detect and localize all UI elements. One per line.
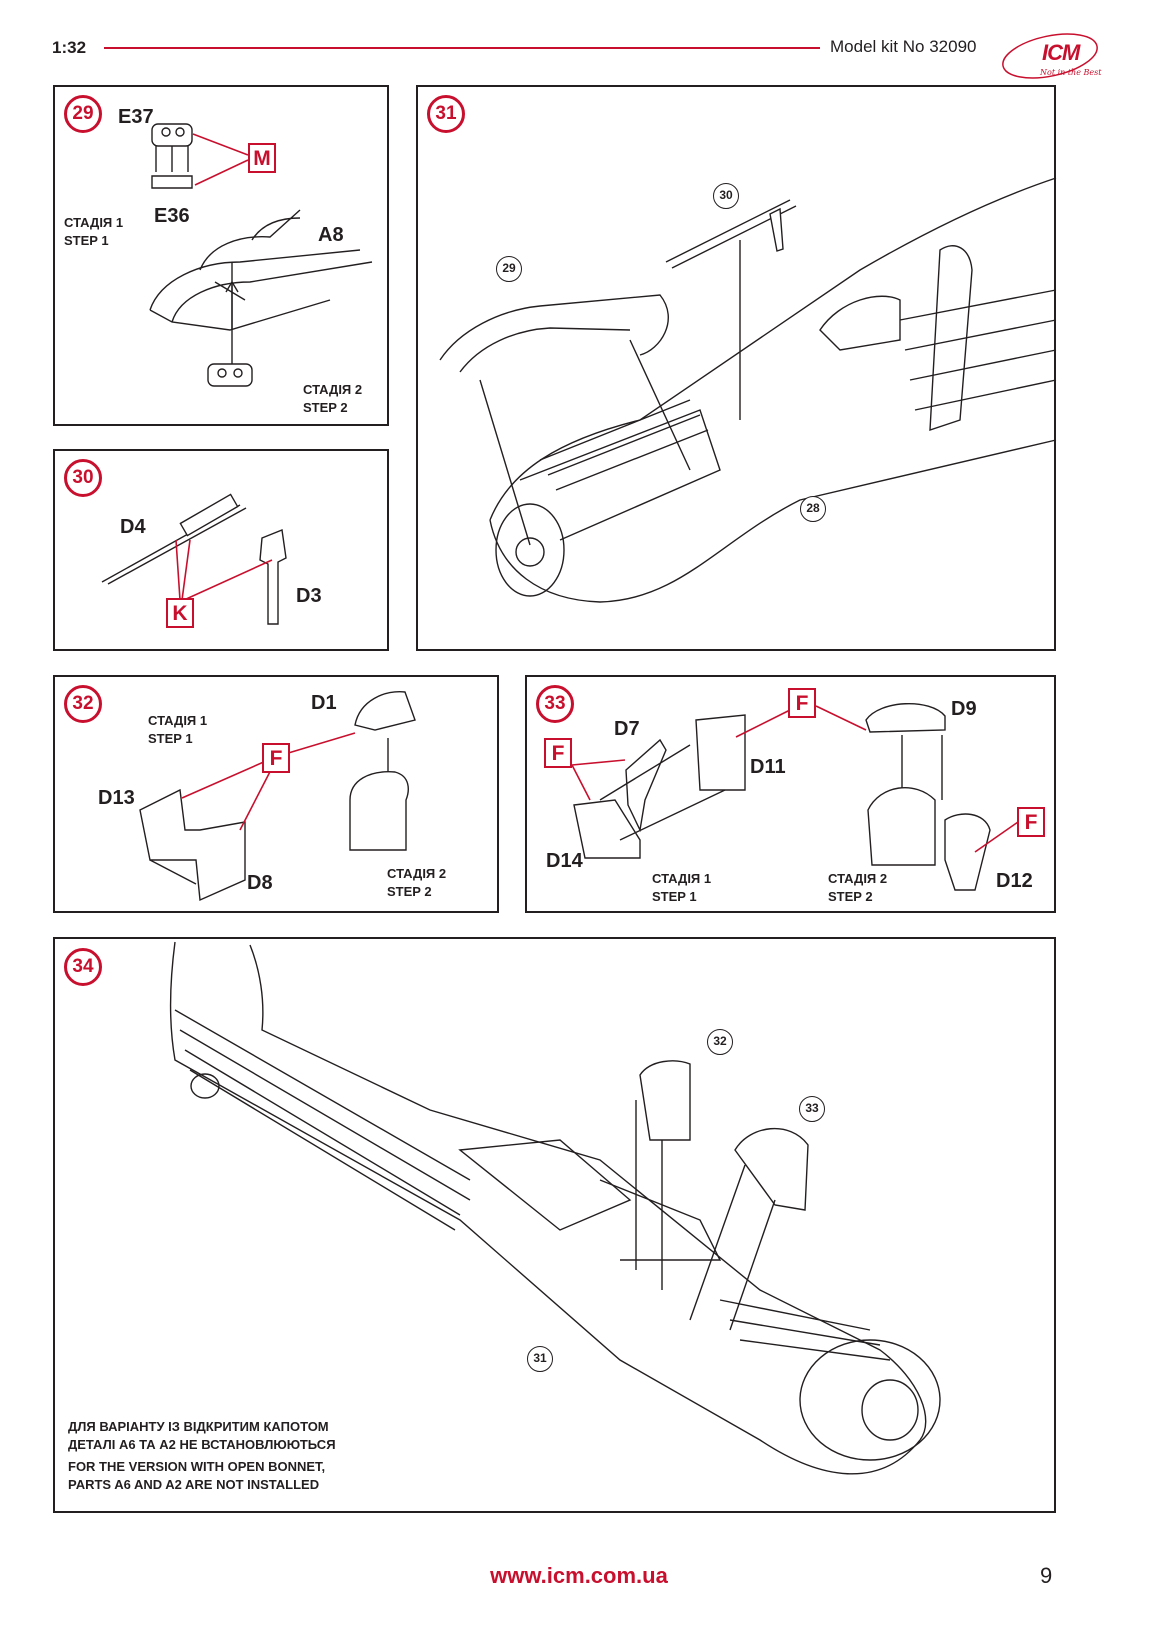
- color-tag-f: F: [544, 738, 572, 768]
- step-32-panel: [53, 675, 499, 913]
- step-33-badge: 33: [536, 685, 574, 723]
- part-d11-label: D11: [750, 756, 786, 778]
- part-d9-label: D9: [951, 698, 977, 720]
- step-32-stage-1: СТАДІЯ 1 STEP 1: [148, 712, 207, 748]
- color-tag-f: F: [1017, 807, 1045, 837]
- step-29-stage-2: СТАДІЯ 2 STEP 2: [303, 381, 362, 417]
- stage-1-en: STEP 1: [64, 233, 109, 248]
- ref-step-29: 29: [496, 256, 522, 282]
- scale-label: 1:32: [52, 38, 87, 57]
- stage-1-ua: СТАДІЯ 1: [148, 713, 208, 728]
- step-32-badge: 32: [64, 685, 102, 723]
- step-30-badge: 30: [64, 459, 102, 497]
- part-d14-label: D14: [546, 850, 583, 872]
- part-d7-label: D7: [614, 718, 640, 740]
- ref-step-31: 31: [527, 1346, 553, 1372]
- step-29-stage-1: СТАДІЯ 1 STEP 1: [64, 214, 123, 250]
- note-line-en-1: FOR THE VERSION WITH OPEN BONNET,: [68, 1459, 326, 1474]
- step-34-badge: 34: [64, 948, 102, 986]
- fuselage-assembly-drawing: [439, 177, 1057, 603]
- ref-step-30: 30: [713, 183, 739, 209]
- fuselage-open-bonnet-drawing: [169, 941, 941, 1475]
- stage-2-en: STEP 2: [303, 400, 348, 415]
- part-d8-label: D8: [247, 872, 273, 894]
- logo-tagline: Not in the Best: [1040, 68, 1102, 77]
- part-d7-d9-d11-d12-d14-drawing: [571, 703, 1019, 891]
- color-tag-m: M: [248, 143, 276, 173]
- open-bonnet-note: ДЛЯ ВАРІАНТУ ІЗ ВІДКРИТИМ КАПОТОМ ДЕТАЛІ…: [68, 1418, 336, 1494]
- ref-step-32: 32: [707, 1029, 733, 1055]
- color-tag-f: F: [262, 743, 290, 773]
- step-33-stage-1: СТАДІЯ 1 STEP 1: [652, 870, 711, 906]
- note-line-en-2: PARTS A6 AND A2 ARE NOT INSTALLED: [68, 1477, 320, 1492]
- stage-2-ua: СТАДІЯ 2: [303, 382, 363, 397]
- stage-2-en: STEP 2: [828, 889, 873, 904]
- stage-1-ua: СТАДІЯ 1: [64, 215, 124, 230]
- stage-2-ua: СТАДІЯ 2: [828, 871, 888, 886]
- part-e36-label: E36: [154, 205, 190, 227]
- part-e37-label: E37: [118, 106, 154, 128]
- color-tag-k: K: [166, 598, 194, 628]
- ref-step-28: 28: [800, 496, 826, 522]
- color-tag-f: F: [788, 688, 816, 718]
- note-line-ua-1: ДЛЯ ВАРІАНТУ ІЗ ВІДКРИТИМ КАПОТОМ: [68, 1419, 329, 1434]
- part-d1-d13-d8-drawing: [139, 691, 416, 902]
- part-a8-label: A8: [318, 224, 344, 246]
- part-d3-label: D3: [296, 585, 322, 607]
- stage-2-ua: СТАДІЯ 2: [387, 866, 447, 881]
- step-30-panel: [53, 449, 389, 651]
- part-d13-label: D13: [98, 787, 135, 809]
- part-d4-label: D4: [120, 516, 146, 538]
- page-number: 9: [1040, 1563, 1053, 1588]
- stage-1-en: STEP 1: [148, 731, 193, 746]
- logo-brand: ICM: [1042, 40, 1080, 65]
- step-32-stage-2: СТАДІЯ 2 STEP 2: [387, 865, 446, 901]
- step-33-stage-2: СТАДІЯ 2 STEP 2: [828, 870, 887, 906]
- part-a8-drawing: [149, 209, 373, 387]
- kit-number: Model kit No 32090: [830, 37, 977, 56]
- stage-1-en: STEP 1: [652, 889, 697, 904]
- part-d12-label: D12: [996, 870, 1033, 892]
- part-d4-d3-drawing: [101, 493, 287, 625]
- ref-step-33: 33: [799, 1096, 825, 1122]
- step-31-panel: [416, 85, 1056, 651]
- header-divider: [104, 47, 820, 49]
- icm-logo: [1002, 33, 1098, 79]
- stage-1-ua: СТАДІЯ 1: [652, 871, 712, 886]
- note-line-ua-2: ДЕТАЛІ А6 ТА А2 НЕ ВСТАНОВЛЮЮТЬСЯ: [68, 1437, 336, 1452]
- stage-2-en: STEP 2: [387, 884, 432, 899]
- website-link[interactable]: www.icm.com.ua: [490, 1563, 668, 1588]
- part-d1-label: D1: [311, 692, 337, 714]
- part-e37-drawing: [151, 123, 249, 189]
- step-31-badge: 31: [427, 95, 465, 133]
- step-29-badge: 29: [64, 95, 102, 133]
